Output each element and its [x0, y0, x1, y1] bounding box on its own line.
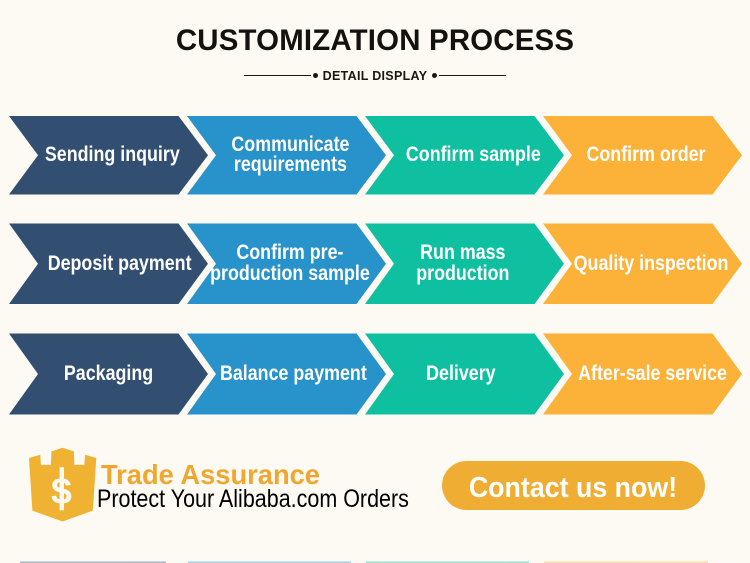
svg-text:$: $: [51, 470, 72, 512]
